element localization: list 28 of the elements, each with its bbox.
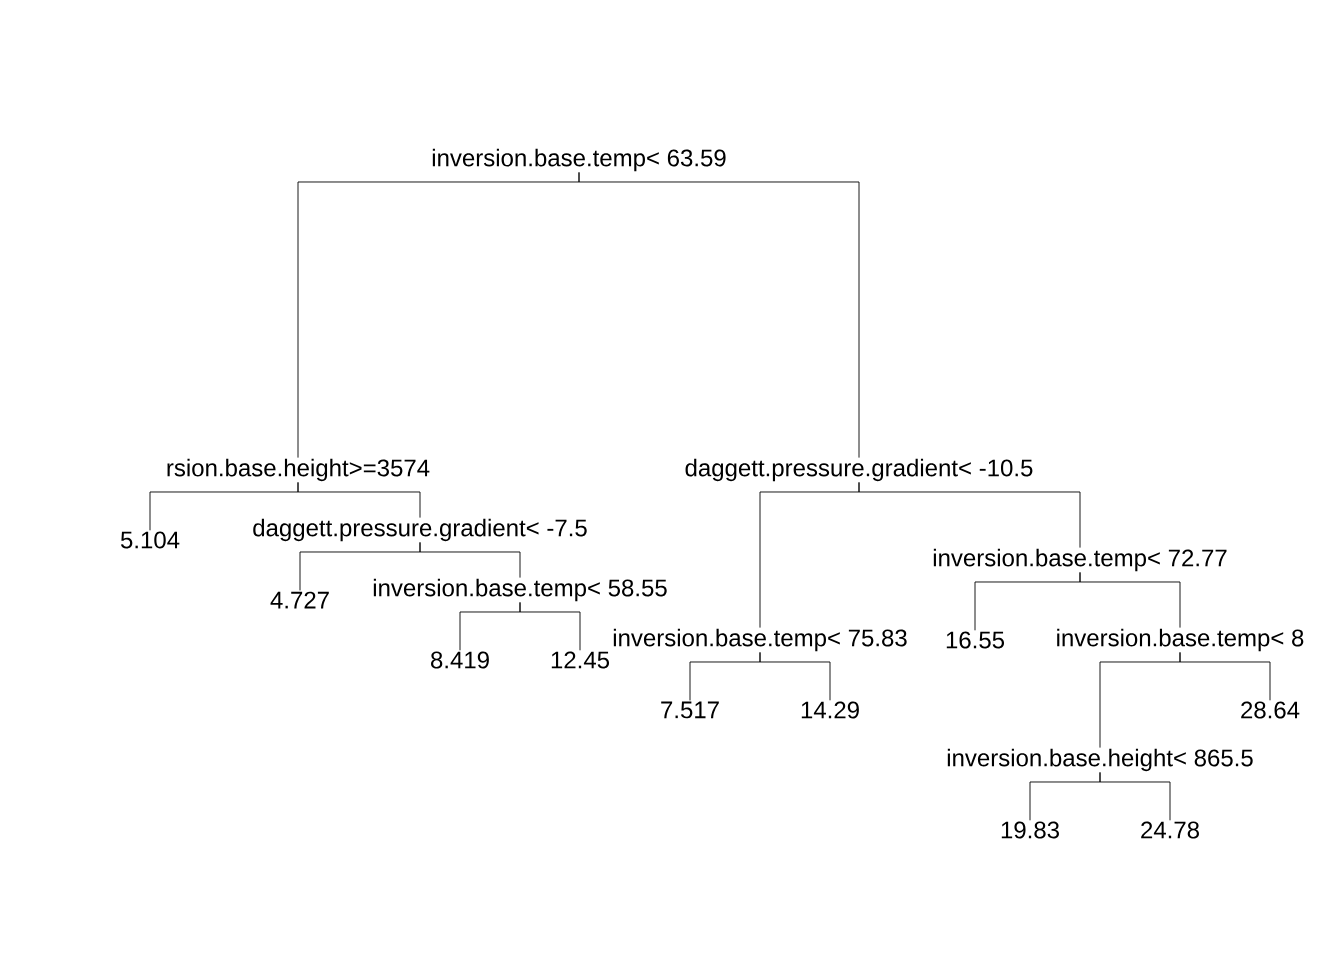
- split-label: inversion.base.temp< 58.55: [373, 578, 667, 602]
- split-label: inversion.base.temp< 72.77: [933, 548, 1227, 572]
- leaf-value: 19.83: [1001, 821, 1059, 839]
- split-label: rsion.base.height>=3574: [167, 458, 430, 482]
- split-label: inversion.base.temp< 63.59: [432, 148, 726, 172]
- leaf-value: 24.78: [1141, 821, 1199, 839]
- leaf-value: 16.55: [946, 631, 1004, 649]
- leaf-value: 7.517: [661, 701, 719, 719]
- leaf-value: 8.419: [431, 651, 489, 669]
- tree-branch: [1179, 651, 1271, 701]
- leaf-value: 14.29: [801, 701, 859, 719]
- split-label: inversion.base.temp< 8: [1057, 628, 1304, 652]
- tree-branch: [1099, 771, 1171, 821]
- tree-branch: [419, 541, 521, 579]
- tree-branch: [297, 481, 421, 519]
- split-label: daggett.pressure.gradient< -7.5: [253, 518, 587, 542]
- leaf-value: 5.104: [120, 531, 180, 549]
- split-label: daggett.pressure.gradient< -10.5: [685, 458, 1033, 482]
- leaf-value: 12.45: [551, 651, 609, 669]
- tree-branch: [858, 481, 1081, 549]
- leaf-value: 4.727: [270, 591, 329, 609]
- split-label: inversion.base.temp< 75.83: [613, 628, 907, 652]
- tree-branch: [578, 171, 860, 459]
- leaf-value: 28.64: [1241, 701, 1300, 719]
- tree-branch: [519, 601, 581, 651]
- tree-branch: [1079, 571, 1181, 629]
- tree-branch: [759, 651, 831, 701]
- split-label: inversion.base.height< 865.5: [947, 748, 1253, 772]
